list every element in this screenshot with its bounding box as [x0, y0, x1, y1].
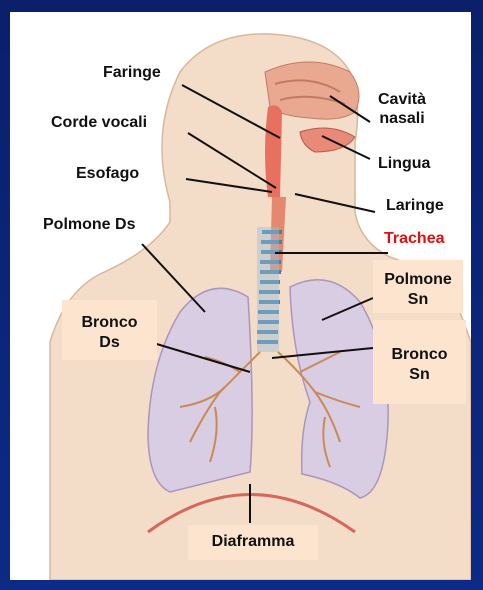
label-bronco-sn-line1: Bronco	[392, 345, 448, 365]
label-laringe: Laringe	[386, 196, 444, 215]
label-cavita-line2: nasali	[373, 109, 431, 128]
diagram-panel: Faringe Corde vocali Esofago Polmone Ds …	[10, 12, 471, 580]
label-box-diaframma: Diaframma	[188, 525, 318, 560]
label-cavita-nasali: Cavità nasali	[373, 90, 431, 128]
label-bronco-ds-line1: Bronco	[82, 313, 138, 333]
label-faringe: Faringe	[103, 63, 161, 82]
label-polmone-sn-line2: Sn	[408, 290, 428, 310]
label-esofago: Esofago	[76, 164, 139, 183]
label-cavita-line1: Cavità	[373, 90, 431, 109]
label-diaframma: Diaframma	[212, 532, 295, 552]
label-trachea: Trachea	[384, 229, 444, 248]
label-box-bronco-sn: Bronco Sn	[373, 320, 466, 404]
label-box-polmone-sn: Polmone Sn	[373, 260, 463, 313]
label-box-bronco-ds: Bronco Ds	[62, 300, 157, 360]
label-polmone-ds: Polmone Ds	[43, 215, 135, 234]
label-polmone-sn-line1: Polmone	[384, 270, 452, 290]
label-lingua: Lingua	[378, 154, 430, 173]
label-corde-vocali: Corde vocali	[51, 113, 147, 132]
label-bronco-sn-line2: Sn	[409, 365, 429, 385]
label-bronco-ds-line2: Ds	[99, 333, 119, 353]
